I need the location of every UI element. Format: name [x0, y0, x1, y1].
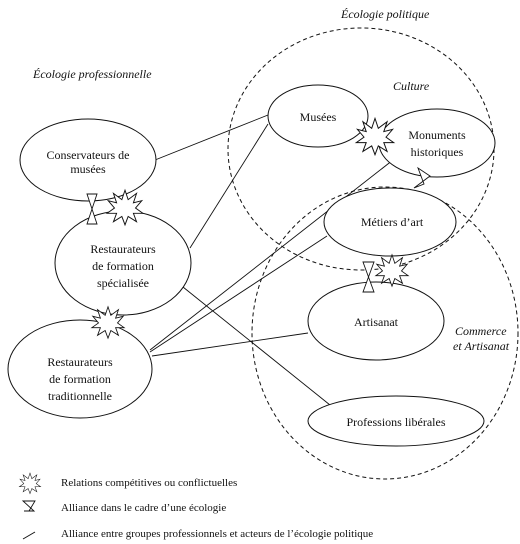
- ecologie-politique-title: Écologie politique: [340, 7, 430, 21]
- line-traditionnels-metiers: [149, 235, 328, 353]
- conflict-legend-icon: [18, 472, 42, 495]
- conservateurs-label-1: Conservateurs de: [47, 148, 130, 162]
- legend-conflict-text: Relations compétitives ou conflictuelles: [61, 477, 237, 489]
- node-monuments: [378, 108, 496, 178]
- traditionnels-label-1: Restaurateurs: [47, 355, 113, 369]
- legend-line-text: Alliance entre groupes professionnels et…: [61, 528, 373, 540]
- monuments-label-1: Monuments: [408, 128, 466, 142]
- culture-title: Culture: [393, 79, 430, 93]
- commerce-circle: [251, 186, 519, 480]
- legend-alliance-text: Alliance dans le cadre d’une écologie: [61, 502, 226, 514]
- traditionnels-label-2: de formation: [49, 372, 111, 386]
- traditionnels-label-3: traditionnelle: [48, 389, 112, 403]
- metiers-label: Métiers d’art: [361, 215, 424, 229]
- node-ellipses: [7, 84, 496, 447]
- monuments-label-2: historiques: [411, 145, 464, 159]
- conflict-musees-monuments: [354, 116, 396, 157]
- specialises-label-1: Restaurateurs: [90, 242, 156, 256]
- specialises-label-3: spécialisée: [97, 276, 149, 290]
- alliance-markers: [21, 166, 431, 512]
- conflict-metiers-artisanat: [374, 253, 410, 288]
- node-metiers: [323, 187, 457, 257]
- commerce-title: Commerce: [455, 324, 507, 338]
- liberales-label: Professions libérales: [347, 415, 446, 429]
- alliance-metiers-artisanat: [362, 261, 375, 293]
- conflict-markers: [18, 116, 410, 495]
- alliance-conservateurs-specialises: [86, 193, 98, 225]
- alliance-legend-icon: [21, 500, 36, 512]
- commerce-title-line2: et Artisanat: [453, 339, 510, 353]
- alliance-lines: [149, 114, 394, 406]
- node-labels: Conservateurs de musées Restaurateurs de…: [47, 110, 466, 429]
- line-specialises-musees: [189, 123, 269, 249]
- line-specialises-liberales: [177, 282, 331, 406]
- conflict-specialises-traditionnels: [90, 305, 126, 340]
- conservateurs-label-2: musées: [70, 162, 106, 176]
- musees-label: Musées: [300, 110, 337, 124]
- node-conservateurs: [19, 118, 157, 202]
- alliance-monuments-metiers: [413, 166, 431, 189]
- ecologie-professionnelle-title: Écologie professionnelle: [32, 67, 152, 81]
- node-restaurateurs-traditionnels: [7, 319, 153, 419]
- line-legend-icon: [22, 531, 36, 540]
- line-traditionnels-monuments: [149, 159, 394, 351]
- line-traditionnels-artisanat: [151, 332, 309, 357]
- specialises-label-2: de formation: [92, 259, 154, 273]
- conflict-conservateurs-specialises: [105, 188, 145, 227]
- node-artisanat: [307, 281, 445, 361]
- node-liberales: [307, 395, 485, 447]
- artisanat-label: Artisanat: [354, 315, 399, 329]
- line-conservateurs-musees: [154, 114, 269, 161]
- node-musees: [267, 84, 369, 148]
